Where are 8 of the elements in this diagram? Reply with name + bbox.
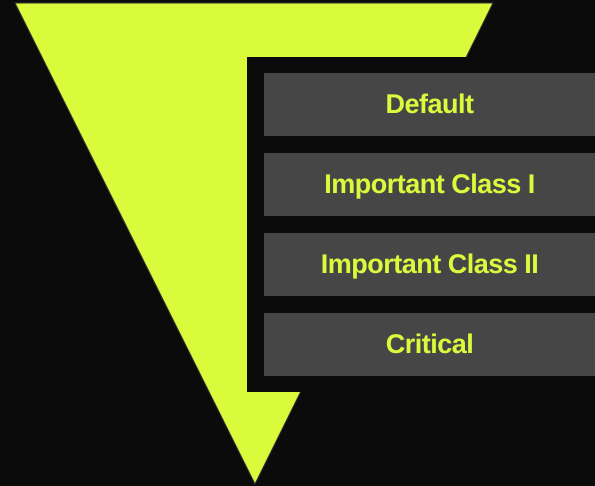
level-label: Important Class II — [320, 249, 538, 280]
level-label: Default — [385, 89, 474, 120]
level-box — [264, 233, 595, 296]
level-box — [264, 313, 595, 376]
level-label: Important Class I — [324, 169, 535, 200]
level-box — [264, 153, 595, 216]
level-label: Critical — [386, 329, 474, 360]
level-box — [264, 73, 595, 136]
